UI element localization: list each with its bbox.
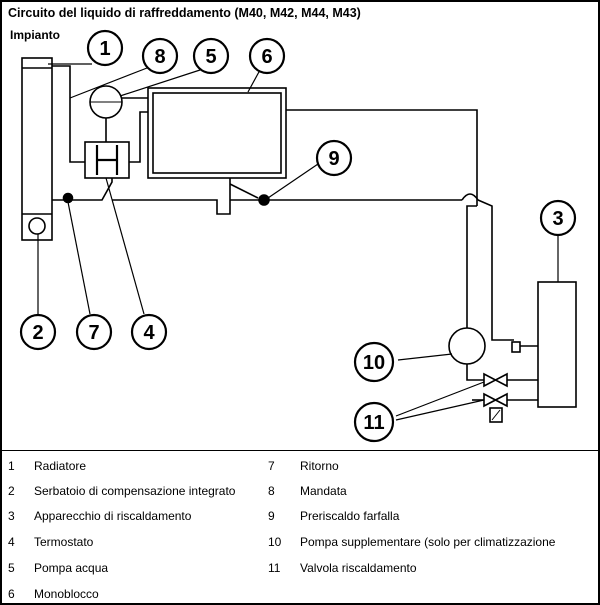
- pipe-heater-stub: [511, 341, 521, 353]
- pipe-return-engine: [112, 178, 231, 215]
- pipe-supply-top: [286, 109, 478, 206]
- legend-number: 5: [8, 561, 15, 575]
- legend: 1 Radiatore 2 Serbatoio di compensazione…: [2, 450, 598, 603]
- callout-circle-6: [248, 37, 286, 75]
- pipe-pump-valve: [466, 364, 484, 381]
- callout-circle-10: [353, 341, 395, 383]
- pipe-throttle-preheat: [229, 183, 259, 199]
- callout-label-5: 5: [205, 46, 216, 68]
- legend-text: Apparecchio di riscaldamento: [34, 509, 192, 523]
- engine-block-inner: [152, 92, 282, 174]
- callout-label-6: 6: [261, 46, 272, 68]
- leader-8: [69, 67, 148, 99]
- leader-11b: [395, 399, 485, 421]
- callout-label-11: 11: [363, 412, 384, 434]
- leader-9: [267, 163, 319, 199]
- callout-label-7: 7: [88, 322, 99, 344]
- callout-label-1: 1: [99, 38, 110, 60]
- callout-label-2: 2: [32, 322, 43, 344]
- legend-text: Ritorno: [300, 459, 339, 473]
- legend-number: 2: [8, 484, 15, 498]
- callout-circle-3: [539, 199, 577, 237]
- pipe-radiator-top: [52, 65, 85, 163]
- pipe-thermostat-engine: [129, 111, 148, 163]
- leader-11a: [395, 381, 485, 417]
- section-label: Impianto: [10, 28, 60, 42]
- callout-circle-1: [86, 29, 124, 67]
- callout-circle-7: [75, 313, 113, 351]
- legend-text: Pompa acqua: [34, 561, 109, 575]
- leader-7: [67, 201, 91, 315]
- heater-valve-lower: [483, 392, 508, 408]
- legend-number: 10: [268, 535, 282, 549]
- legend-text: Radiatore: [34, 459, 87, 473]
- legend-number: 3: [8, 509, 15, 523]
- legend-text: Serbatoio di compensazione integrato: [34, 484, 236, 498]
- leader-5: [119, 69, 201, 97]
- expansion-tank: [28, 217, 46, 235]
- callout-circle-4: [130, 313, 168, 351]
- callout-circle-11: [353, 401, 395, 443]
- leader-10: [397, 353, 453, 361]
- callout-label-9: 9: [328, 148, 339, 170]
- engine-block: [147, 87, 287, 179]
- throttle-preheat-valve: [258, 194, 270, 206]
- legend-text: Preriscaldo farfalla: [300, 509, 400, 523]
- legend-number: 6: [8, 587, 15, 601]
- callout-circle-5: [192, 37, 230, 75]
- pipe-to-heater: [477, 199, 514, 341]
- legend-number: 1: [8, 459, 15, 473]
- callout-label-8: 8: [154, 46, 165, 68]
- legend-number: 7: [268, 459, 275, 473]
- callout-circle-8: [141, 37, 179, 75]
- callout-circle-2: [19, 313, 57, 351]
- leader-6: [247, 69, 261, 93]
- radiator: [21, 57, 53, 241]
- heater-valve-actuator-mark: [491, 409, 501, 421]
- callout-label-3: 3: [552, 208, 563, 230]
- legend-number: 4: [8, 535, 15, 549]
- cooling-circuit-diagram: Impianto 1 8 5 6 9 3 2 7 4 10 11: [10, 28, 577, 443]
- callout-circle-9: [315, 139, 353, 177]
- heater-valve-upper: [483, 372, 508, 388]
- callout-label-10: 10: [363, 352, 385, 374]
- legend-number: 8: [268, 484, 275, 498]
- legend-text: Mandata: [300, 484, 347, 498]
- figure-title: Circuito del liquido di raffreddamento (…: [8, 6, 361, 20]
- return-check-valve: [62, 192, 74, 204]
- heater: [537, 281, 577, 408]
- legend-text: Valvola riscaldamento: [300, 561, 417, 575]
- leader-4: [105, 177, 145, 315]
- pipe-crossing-loop: [461, 193, 479, 201]
- supplementary-pump: [448, 327, 486, 365]
- legend-text: Termostato: [34, 535, 94, 549]
- thermostat: [84, 141, 130, 179]
- legend-number: 11: [268, 561, 281, 575]
- pipe-return-main: [52, 178, 113, 201]
- pipe-pump-up: [466, 205, 477, 328]
- legend-number: 9: [268, 509, 275, 523]
- legend-text: Monoblocco: [34, 587, 99, 601]
- legend-text: Pompa supplementare (solo per climatizza…: [300, 535, 556, 549]
- callout-label-4: 4: [143, 322, 155, 344]
